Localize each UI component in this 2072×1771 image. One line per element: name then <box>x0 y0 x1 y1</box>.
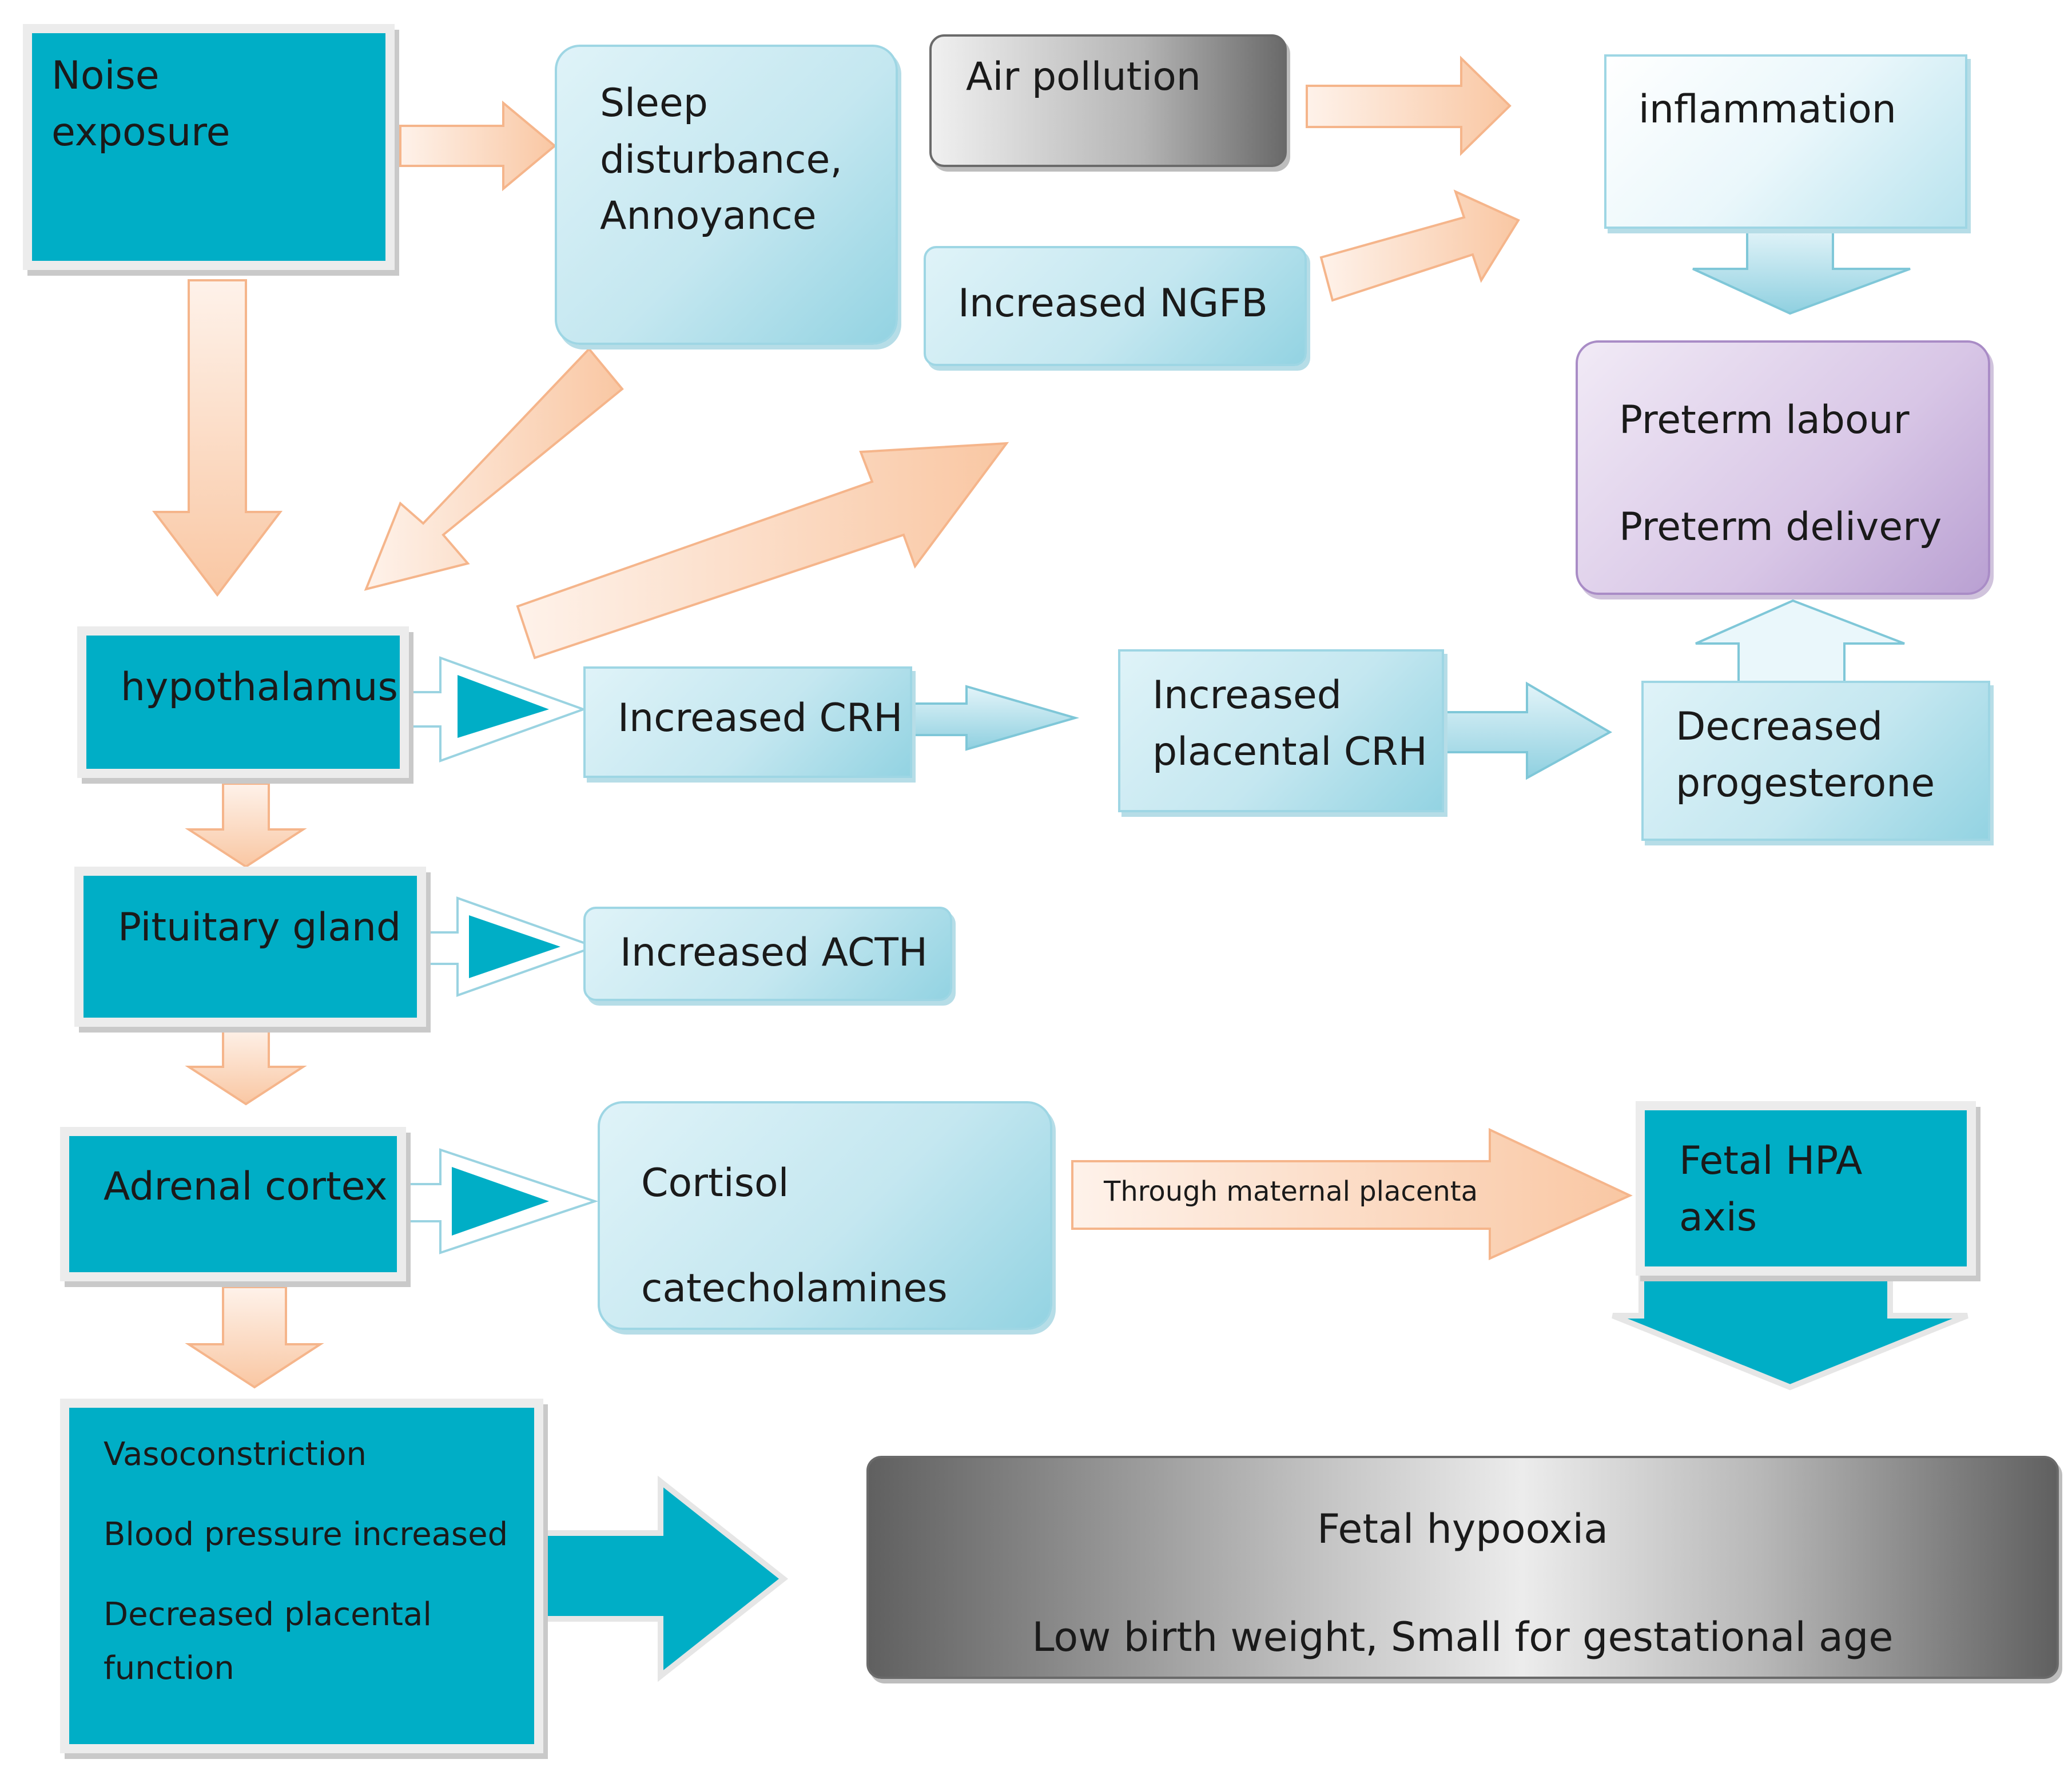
node-label: hypothalamus <box>121 665 398 710</box>
node-label: Sleep <box>600 81 708 126</box>
node-label: axis <box>1679 1194 1757 1240</box>
sleep-disturbance-box: Sleep disturbance, Annoyance <box>555 45 898 345</box>
node-label: Fetal HPA <box>1679 1138 1863 1184</box>
fetal-hypoxia-box: Fetal hypooxia Low birth weight, Small f… <box>866 1456 2059 1679</box>
node-label: Increased CRH <box>618 696 903 741</box>
arrow-adrenal-to-cortisol-head <box>452 1167 549 1236</box>
increased-placental-crh-box: Increased placental CRH <box>1118 649 1444 812</box>
node-label: Cortisol <box>641 1161 789 1206</box>
adrenal-cortex-box: Adrenal cortex <box>60 1127 406 1281</box>
edge-label-through-maternal-placenta: Through maternal placenta <box>1104 1176 1478 1208</box>
node-label: disturbance, <box>600 137 842 182</box>
node-label: Adrenal cortex <box>104 1164 388 1209</box>
vasoconstriction-box: Vasoconstriction Blood pressure increase… <box>60 1399 543 1753</box>
node-label: Decreased placental <box>104 1596 432 1633</box>
increased-acth-box: Increased ACTH <box>583 907 952 1001</box>
arrow-ngfb-to-inflammation <box>1319 189 1520 302</box>
air-pollution-box: Air pollution <box>929 34 1287 167</box>
arrow-pituitary-to-adrenal <box>185 1026 307 1106</box>
increased-ngfb-box: Increased NGFB <box>924 246 1307 366</box>
node-label: Decreased <box>1676 704 1883 749</box>
increased-crh-box: Increased CRH <box>583 666 912 778</box>
arrow-hypothalamus-up-right <box>516 442 1009 660</box>
node-label: catecholamines <box>641 1265 948 1311</box>
node-label: Preterm delivery <box>1619 505 1942 550</box>
node-label: Increased <box>1152 673 1342 718</box>
arrow-vasoconstriction-to-hypoxia <box>532 1475 789 1682</box>
arrow-hypothalamus-to-crh-head <box>458 675 549 738</box>
arrow-crh-to-placental <box>908 685 1080 751</box>
node-label: Fetal hypooxia <box>1317 1506 1609 1552</box>
node-label: Blood pressure increased <box>104 1516 508 1553</box>
node-label: Noise <box>51 53 160 98</box>
node-label: Preterm labour <box>1619 398 1910 443</box>
arrow-hypothalamus-to-pituitary <box>185 783 307 868</box>
pituitary-gland-box: Pituitary gland <box>74 867 426 1027</box>
noise-exposure-box: Noise exposure <box>23 24 395 270</box>
node-label: Low birth weight, Small for gestational … <box>1032 1614 1894 1661</box>
node-label: function <box>104 1650 234 1687</box>
hypothalamus-box: hypothalamus <box>77 626 409 778</box>
node-label: Annoyance <box>600 193 817 239</box>
node-label: Increased ACTH <box>620 930 928 975</box>
arrow-adrenal-to-vasoconstriction <box>185 1286 324 1389</box>
fetal-hpa-axis-box: Fetal HPA axis <box>1636 1101 1976 1276</box>
arrow-pituitary-to-acth-head <box>469 915 560 978</box>
node-label: Increased NGFB <box>958 281 1268 326</box>
arrow-air-to-inflammation <box>1306 55 1512 156</box>
preterm-box: Preterm labour Preterm delivery <box>1576 340 1990 595</box>
arrow-noise-to-sleep <box>399 100 557 192</box>
arrow-sleep-to-hypothalamus <box>364 347 624 591</box>
inflammation-box: inflammation <box>1604 54 1967 229</box>
node-label: Vasoconstriction <box>104 1436 367 1473</box>
node-label: placental CRH <box>1152 729 1427 775</box>
node-label: Air pollution <box>966 54 1201 100</box>
arrow-cortisol-to-fetal-hpa <box>1071 1127 1633 1261</box>
node-label: inflammation <box>1638 87 1896 132</box>
node-label: progesterone <box>1676 760 1935 806</box>
node-label: exposure <box>51 109 230 155</box>
arrow-noise-to-hypothalamus <box>152 279 283 597</box>
arrow-progesterone-to-preterm <box>1695 599 1905 685</box>
arrow-fetal-hpa-down <box>1612 1270 1968 1391</box>
node-label: Pituitary gland <box>118 905 401 950</box>
decreased-progesterone-box: Decreased progesterone <box>1641 681 1990 841</box>
cortisol-catecholamines-box: Cortisol catecholamines <box>598 1101 1052 1330</box>
arrow-inflammation-to-preterm <box>1692 227 1911 315</box>
arrow-placental-to-progesterone <box>1440 681 1613 780</box>
